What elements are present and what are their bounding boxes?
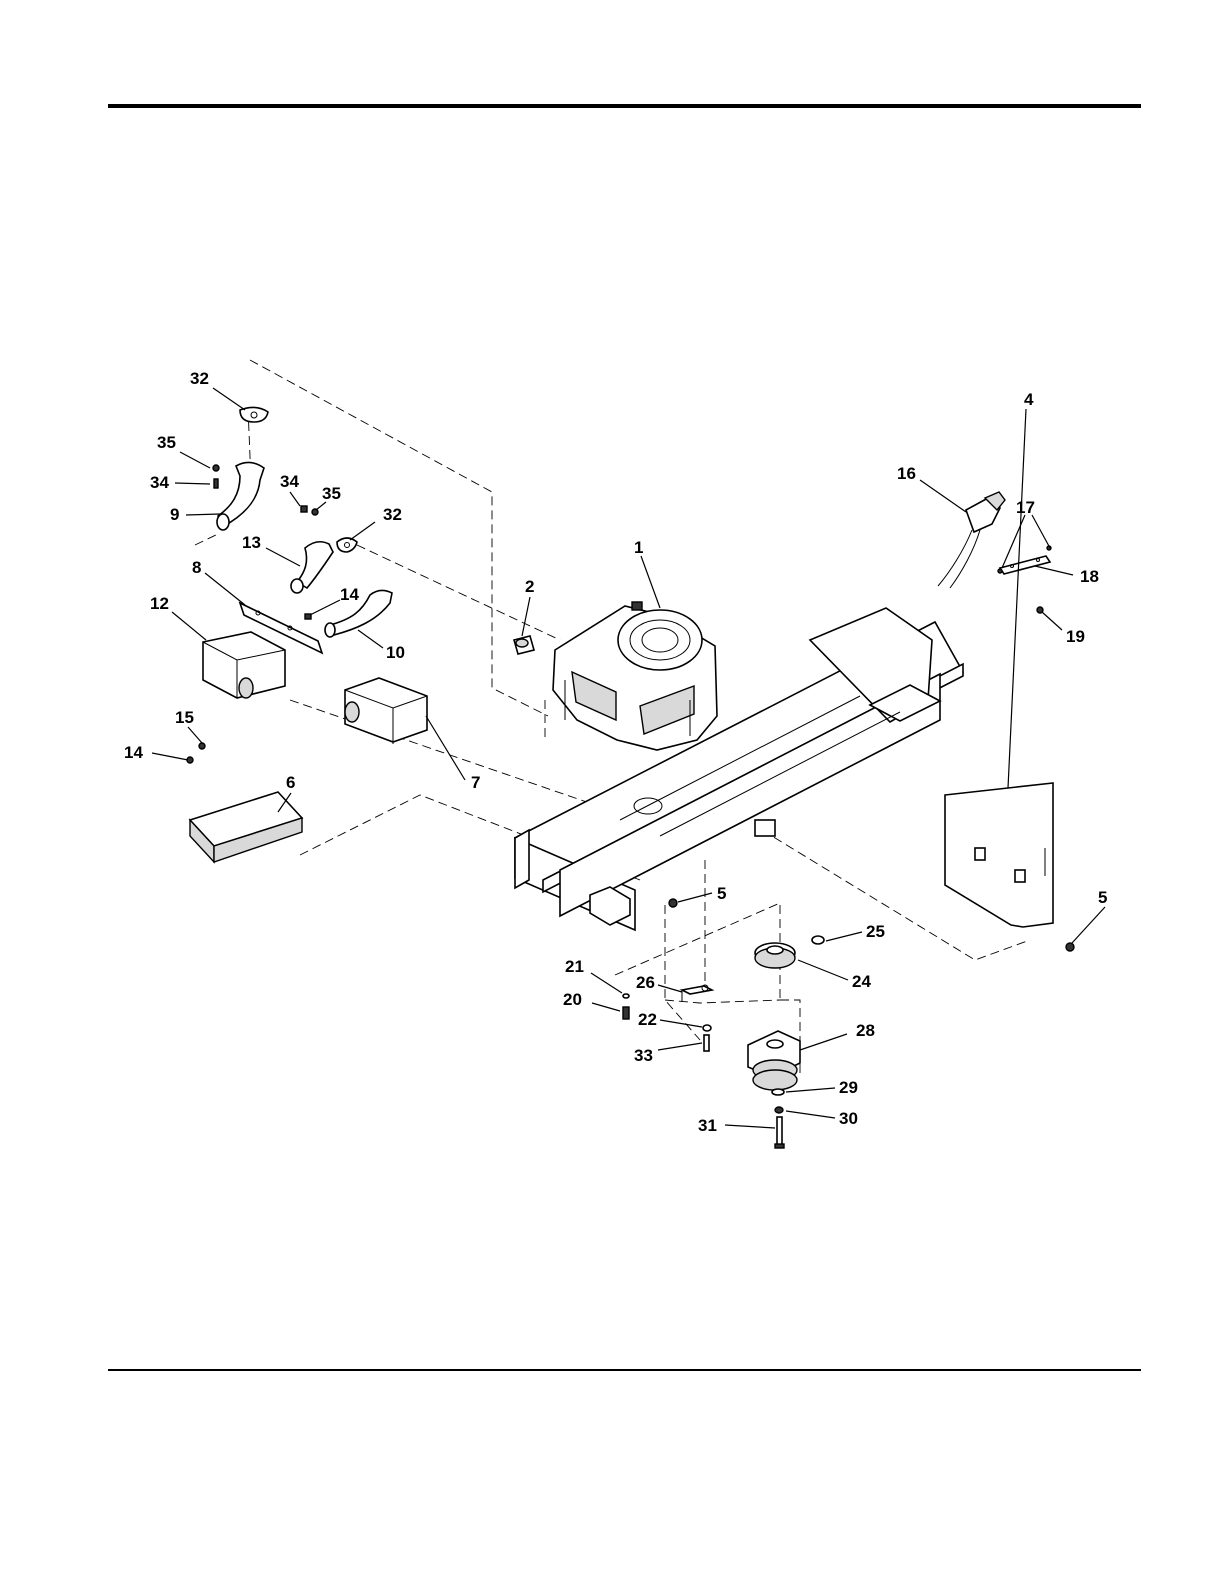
- callout-28: 28: [856, 1021, 875, 1040]
- callout-14-lower: 14: [124, 743, 143, 762]
- callout-4: 4: [1024, 390, 1034, 409]
- muffler-12: [203, 632, 285, 698]
- callout-12: 12: [150, 594, 169, 613]
- callout-numbers: 32 35 34 9 34 35 32 13 8 14 12 10 2 1 16…: [124, 369, 1107, 1135]
- callout-18: 18: [1080, 567, 1099, 586]
- callout-17: 17: [1016, 498, 1035, 517]
- washer-21: [623, 994, 629, 998]
- screw-34-left: [214, 479, 218, 488]
- screw-34-right: [301, 506, 307, 512]
- callout-26: 26: [636, 973, 655, 992]
- washer-30: [775, 1107, 783, 1113]
- bolt-20: [623, 1007, 629, 1019]
- callout-7: 7: [471, 773, 480, 792]
- callout-20: 20: [563, 990, 582, 1009]
- washer-22: [703, 1025, 711, 1031]
- electric-clutch-28: [748, 1031, 800, 1090]
- callout-34-left: 34: [150, 473, 169, 492]
- bolt-33: [704, 1035, 709, 1051]
- nut-35-right: [312, 509, 318, 515]
- washer-29: [772, 1089, 784, 1095]
- bolt-5-frame: [669, 899, 677, 907]
- bolt-31: [775, 1117, 784, 1148]
- callout-31: 31: [698, 1116, 717, 1135]
- screw-15: [199, 743, 205, 749]
- callout-33: 33: [634, 1046, 653, 1065]
- nut-35-left: [213, 465, 219, 471]
- callout-29: 29: [839, 1078, 858, 1097]
- callout-5-shield: 5: [1098, 888, 1107, 907]
- cable-clamp-18: [1000, 556, 1050, 574]
- bolt-5-shield: [1066, 943, 1074, 951]
- shield-4: [945, 783, 1053, 927]
- callout-15: 15: [175, 708, 194, 727]
- callout-22: 22: [638, 1010, 657, 1029]
- callout-34-right: 34: [280, 472, 299, 491]
- key-25: [812, 936, 824, 944]
- bracket-26: [682, 985, 712, 1002]
- callout-19: 19: [1066, 627, 1085, 646]
- callout-35-right: 35: [322, 484, 341, 503]
- callout-30: 30: [839, 1109, 858, 1128]
- oil-filter-2: [514, 636, 534, 654]
- callout-9: 9: [170, 505, 179, 524]
- callout-8: 8: [192, 558, 201, 577]
- callout-35-left: 35: [157, 433, 176, 452]
- exhaust-pipe-9: [217, 462, 264, 530]
- callout-6: 6: [286, 773, 295, 792]
- throttle-control-16: [938, 492, 1005, 588]
- muffler-7: [345, 678, 427, 744]
- callout-5-frame: 5: [717, 884, 726, 903]
- callout-1: 1: [634, 538, 643, 557]
- callout-13: 13: [242, 533, 261, 552]
- callout-14-upper: 14: [340, 585, 359, 604]
- callout-32-left: 32: [190, 369, 209, 388]
- callout-24: 24: [852, 972, 871, 991]
- pulley-24: [755, 943, 795, 968]
- engine-1: [553, 602, 717, 750]
- callout-21: 21: [565, 957, 584, 976]
- callout-25: 25: [866, 922, 885, 941]
- callout-16: 16: [897, 464, 916, 483]
- exhaust-pipe-13: [291, 542, 333, 593]
- callout-2: 2: [525, 577, 534, 596]
- gasket-32-right: [337, 538, 357, 552]
- callout-10: 10: [386, 643, 405, 662]
- callout-32-right: 32: [383, 505, 402, 524]
